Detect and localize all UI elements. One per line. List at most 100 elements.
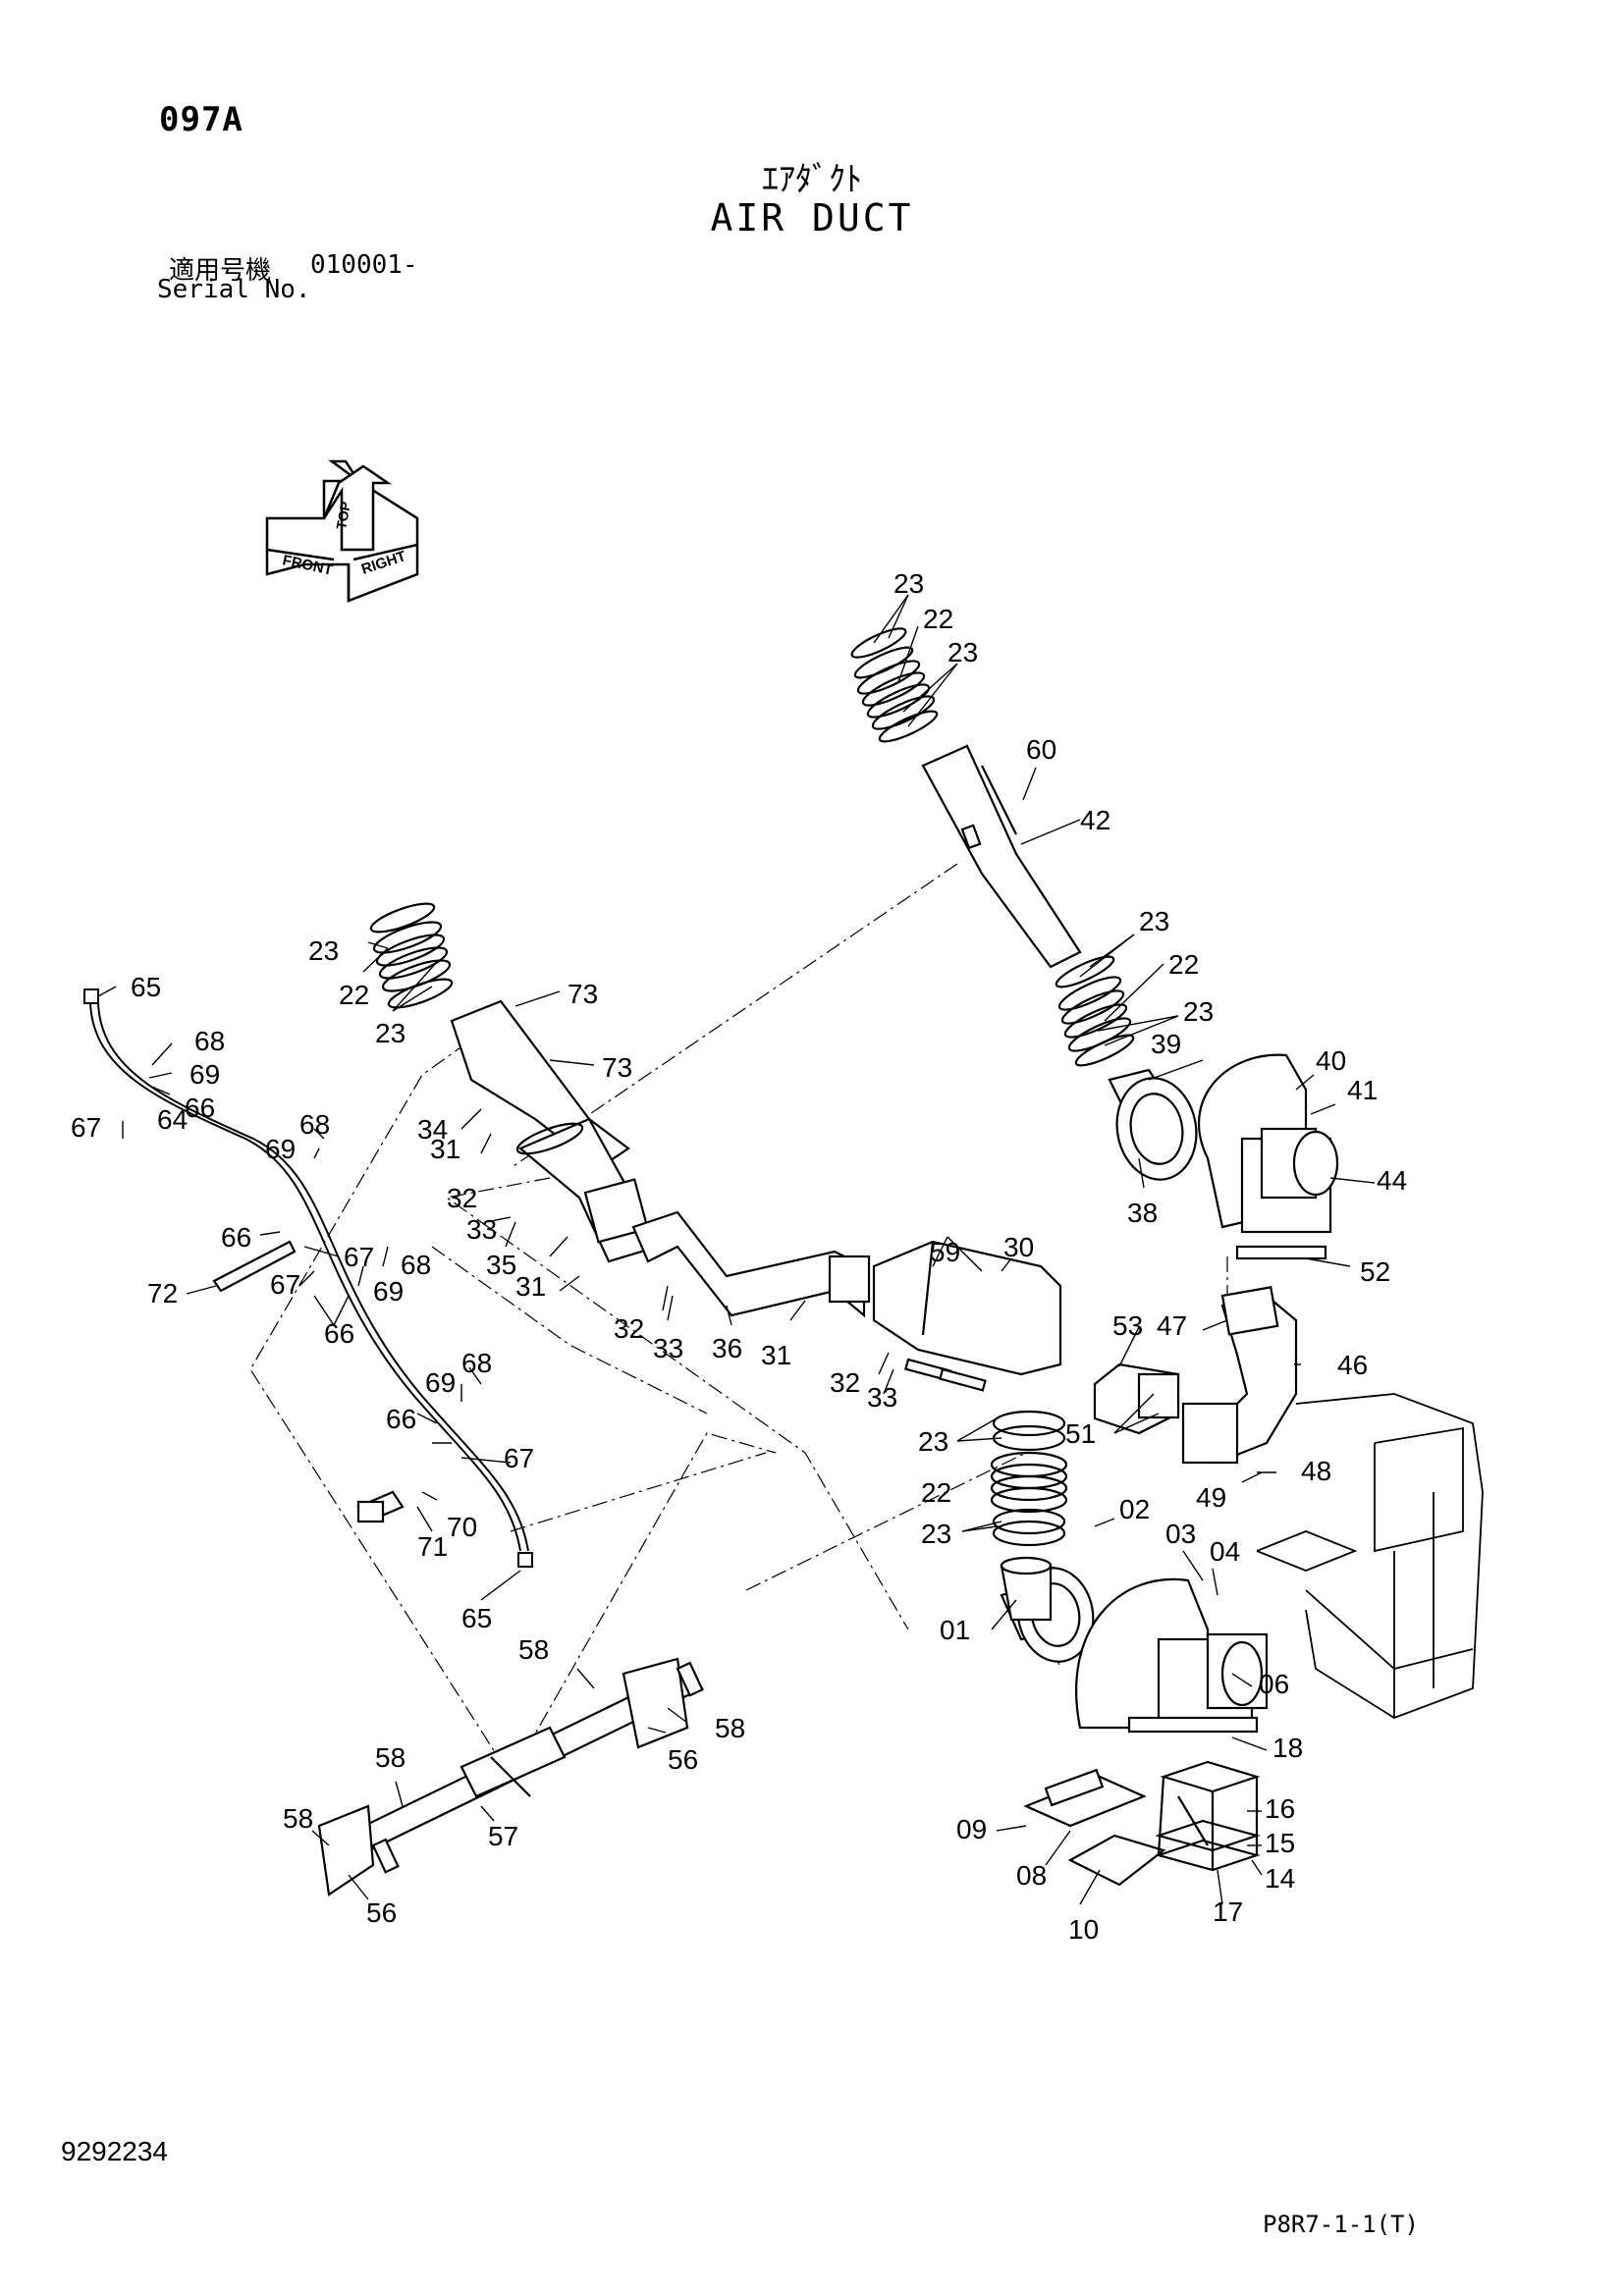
callout-72: 72 xyxy=(147,1278,178,1308)
callout-09: 09 xyxy=(956,1814,987,1844)
page-code: P8R7-1-1(T) xyxy=(1263,2211,1419,2238)
callout-66-d: 66 xyxy=(386,1404,416,1434)
stand-17 xyxy=(1155,1760,1261,1872)
callout-67-d: 67 xyxy=(504,1443,534,1473)
callout-69-b: 69 xyxy=(265,1134,296,1164)
callout-46: 46 xyxy=(1337,1350,1368,1380)
callout-56-b: 56 xyxy=(366,1897,397,1928)
callout-52: 52 xyxy=(1360,1256,1390,1287)
callout-35: 35 xyxy=(486,1250,516,1280)
callout-38: 38 xyxy=(1127,1198,1158,1228)
callout-58-b: 58 xyxy=(715,1713,745,1743)
callout-23-mid1: 23 xyxy=(1139,906,1169,936)
callout-18: 18 xyxy=(1272,1733,1303,1763)
callout-51: 51 xyxy=(1065,1418,1096,1449)
callout-53: 53 xyxy=(1112,1310,1143,1341)
callout-58-a: 58 xyxy=(518,1634,549,1665)
badge-top-label: TOP xyxy=(333,501,353,531)
callout-48: 48 xyxy=(1301,1456,1331,1486)
serial-value: 010001- xyxy=(310,250,418,280)
callout-34: 34 xyxy=(417,1114,448,1145)
callout-57: 57 xyxy=(488,1821,518,1851)
callout-23-left2: 23 xyxy=(375,1018,406,1048)
callout-67-c: 67 xyxy=(270,1269,300,1300)
callout-23-mid2: 23 xyxy=(1183,996,1214,1027)
bellows-mid-right xyxy=(1055,955,1135,1067)
callout-66-b: 66 xyxy=(221,1222,251,1253)
duct-30 xyxy=(872,1240,1062,1392)
bracket-72 xyxy=(212,1240,297,1293)
callout-41: 41 xyxy=(1347,1075,1378,1105)
callout-30: 30 xyxy=(1003,1232,1034,1262)
callout-69-d: 69 xyxy=(425,1367,456,1398)
callout-64: 64 xyxy=(157,1104,188,1135)
callout-36: 36 xyxy=(712,1333,742,1363)
callout-47: 47 xyxy=(1157,1310,1187,1341)
callout-65-top: 65 xyxy=(131,972,161,1002)
callout-40: 40 xyxy=(1316,1045,1346,1076)
callout-58-c: 58 xyxy=(375,1742,406,1773)
page-title: AIR DUCT xyxy=(710,196,914,240)
callout-22-left: 22 xyxy=(339,980,369,1010)
callout-01: 01 xyxy=(940,1615,970,1645)
duct-42 xyxy=(921,744,1082,969)
callout-22-upper: 22 xyxy=(923,604,953,634)
plate-09 xyxy=(1023,1768,1147,1828)
callout-31-b: 31 xyxy=(515,1271,546,1302)
callout-23-left1: 23 xyxy=(308,935,339,966)
callout-33-a: 33 xyxy=(466,1214,497,1245)
callout-73-a: 73 xyxy=(568,979,598,1009)
callout-69-c: 69 xyxy=(373,1276,404,1307)
callout-68-d: 68 xyxy=(461,1348,492,1378)
serial-label: Serial No. xyxy=(157,275,311,304)
callout-73-b: 73 xyxy=(602,1052,632,1083)
callout-31-c: 31 xyxy=(761,1340,791,1370)
hose-64 xyxy=(83,988,533,1568)
parts-drawings xyxy=(83,627,1484,1896)
callout-67-b: 67 xyxy=(344,1242,374,1272)
callout-17: 17 xyxy=(1213,1896,1243,1927)
callout-16: 16 xyxy=(1265,1793,1295,1824)
document-number: 9292234 xyxy=(61,2136,169,2166)
callout-labels: 01 02 03 04 06 08 09 10 14 15 16 17 18 2… xyxy=(71,568,1407,1945)
fitting-53 xyxy=(1093,1362,1180,1435)
callout-03: 03 xyxy=(1165,1519,1196,1549)
bellows-center xyxy=(990,1410,1068,1547)
callout-66-c: 66 xyxy=(324,1318,354,1349)
callout-23-upper1: 23 xyxy=(893,568,924,599)
title-japanese: ｴｱﾀﾞｸﾄ xyxy=(762,160,862,199)
callout-69-a: 69 xyxy=(189,1059,220,1090)
callout-68-c: 68 xyxy=(401,1250,431,1280)
callout-39: 39 xyxy=(1151,1029,1181,1059)
callout-04: 04 xyxy=(1210,1536,1240,1567)
bellows-left xyxy=(369,902,454,1009)
callout-10: 10 xyxy=(1068,1914,1099,1945)
callout-22-mid: 22 xyxy=(1168,949,1199,980)
callout-56-a: 56 xyxy=(668,1744,698,1775)
callout-70: 70 xyxy=(447,1512,477,1542)
bellows-upper-right xyxy=(850,627,939,743)
callout-68-b: 68 xyxy=(299,1109,330,1140)
alignment-lines xyxy=(249,863,1228,1779)
blower-06 xyxy=(1000,1567,1269,1734)
clamp-70 xyxy=(356,1490,405,1523)
callout-65-bottom: 65 xyxy=(461,1603,492,1633)
callout-49: 49 xyxy=(1196,1482,1226,1513)
callout-33-b: 33 xyxy=(653,1333,683,1363)
callout-15: 15 xyxy=(1265,1828,1295,1858)
cab-frame xyxy=(1256,1393,1484,1719)
callout-32-a: 32 xyxy=(447,1183,477,1213)
duct-36 xyxy=(631,1210,871,1318)
duct-46 xyxy=(1181,1286,1298,1465)
callout-14: 14 xyxy=(1265,1863,1295,1894)
callout-22-center: 22 xyxy=(921,1477,951,1508)
callout-08: 08 xyxy=(1016,1860,1047,1891)
callout-59: 59 xyxy=(930,1237,960,1267)
callout-66-a: 66 xyxy=(185,1093,215,1123)
callout-06: 06 xyxy=(1259,1669,1289,1699)
callout-58-d: 58 xyxy=(283,1803,313,1834)
page-number: 097A xyxy=(159,100,244,139)
callout-31-a: 31 xyxy=(430,1134,460,1164)
blower-40 xyxy=(1108,1053,1339,1260)
bracket-56 xyxy=(317,1657,704,1896)
